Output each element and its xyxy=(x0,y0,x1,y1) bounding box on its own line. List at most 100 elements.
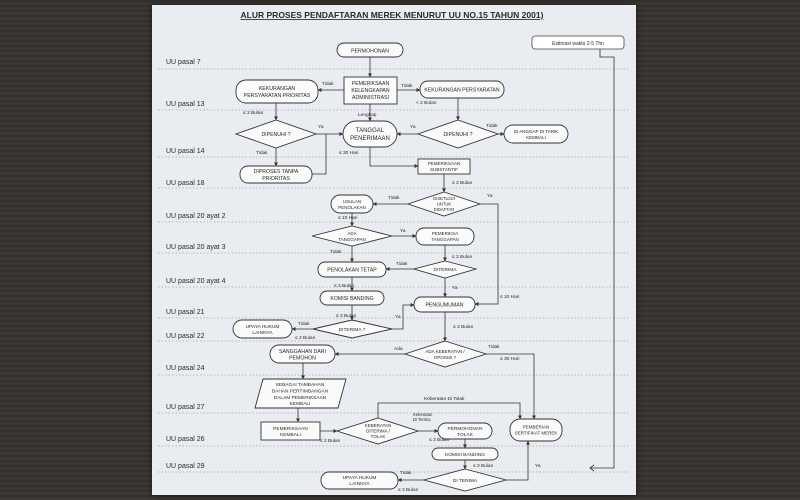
edge-label: Tidak xyxy=(330,249,342,255)
edge-label: Tidak xyxy=(256,150,268,156)
diterima-decision-2 xyxy=(312,319,393,339)
keberatan-diterima-decision xyxy=(335,417,420,445)
law-label: UU pasal 14 xyxy=(166,148,205,155)
node-label: KELENGKAPAN xyxy=(351,88,390,94)
sanggahan-node xyxy=(269,344,336,364)
node-label: SEBAGAI TAMBAHAN xyxy=(276,382,325,388)
node-label: PEMERIKSAAN xyxy=(352,81,390,87)
node-label: OPOSISI ? xyxy=(434,355,457,360)
edge-label: Tidak xyxy=(400,470,412,476)
node-label: KOMISI BANDING xyxy=(330,296,373,302)
edge-label: ≤ 3 Bulan xyxy=(429,437,450,443)
node-label: ADA KEBERATAN / xyxy=(425,349,465,354)
node-label: KOMISI BANDING xyxy=(445,452,485,458)
node-label: DI ANGGAP DI TARIK xyxy=(514,129,559,134)
dipenuhi-left-decision xyxy=(234,119,318,149)
node-label: UNTUK xyxy=(437,202,452,207)
edge-label: ≤ 3 Bulan xyxy=(295,335,316,341)
edge-label: Tidak xyxy=(401,83,413,89)
node-label: PEMERIKSAAN xyxy=(428,161,461,166)
node-label: DI TERIMA xyxy=(453,478,478,484)
ada-tanggapan-decision xyxy=(311,225,393,247)
estimate-box xyxy=(531,35,625,50)
node-label: UPAYA HUKUM xyxy=(246,324,280,330)
edge-label: Ya xyxy=(452,285,458,291)
diproses-tanpa-node xyxy=(239,165,313,184)
edge-label: Ya xyxy=(318,124,324,130)
edge-label: ≤ 30 Hari xyxy=(500,356,519,362)
edge-label: Tidak xyxy=(486,123,498,129)
edge-label: ≤ 10 Hari xyxy=(500,294,519,300)
law-label: UU pasal 20 ayat 3 xyxy=(166,244,226,251)
di-terima-decision xyxy=(422,468,508,492)
law-label: UU pasal 24 xyxy=(166,365,205,372)
diterima-decision-1 xyxy=(412,260,478,279)
edge-label: ≤ 3 Bulan xyxy=(336,313,357,319)
edge-label: ≤ 3 Bulan xyxy=(334,283,355,289)
pemberian-sertifikat-node xyxy=(509,418,563,442)
node-label: PENOLAKAN TETAP xyxy=(327,268,377,274)
node-label: KEKURANGAN PERSYARATAN xyxy=(424,88,499,94)
law-label: UU pasal 29 xyxy=(166,463,205,470)
node-label: TOLAK xyxy=(371,434,386,439)
pengumuman-node xyxy=(413,296,476,313)
tanggal-penerimaan-node xyxy=(342,120,398,148)
edge-label: ≤ 2 Bulan xyxy=(320,438,341,444)
edge-label: Tidak xyxy=(396,261,408,267)
upaya-hukum-node-1 xyxy=(232,319,293,339)
node-label: ADA xyxy=(347,231,356,236)
node-label: DALAM PEMERIKSAAN xyxy=(274,395,327,401)
penolakan-tetap-node xyxy=(317,261,387,278)
law-label: UU pasal 13 xyxy=(166,101,205,108)
node-label: PERMOHONAN xyxy=(351,49,389,55)
edge-label: ≤ 30 Hari xyxy=(339,150,358,156)
edge-label: ≤ 10 Hari xyxy=(338,215,357,221)
node-label: PEMBERIAN xyxy=(523,425,550,430)
node-label: TANGGAPAN xyxy=(338,237,366,242)
edge-label: Ada xyxy=(394,346,403,352)
edge-label: ≤ 3 Bulan xyxy=(453,324,474,330)
row-separators xyxy=(158,68,630,473)
node-label: PENOLAKAN xyxy=(338,205,366,210)
node-label: KEMBALI xyxy=(526,135,546,140)
permohonan-tolak-node xyxy=(437,422,493,440)
node-label: TOLAK xyxy=(457,432,473,438)
node-label: TANGGAL xyxy=(356,128,385,134)
node-label: LAINNYA xyxy=(349,481,370,487)
node-label: PEMERIKSAAN xyxy=(273,426,308,432)
node-label: BAHAN PERTIMBANGAN xyxy=(272,389,329,395)
node-label: DIPENUHI ? xyxy=(443,132,472,138)
node-label: LAINNYA xyxy=(252,330,273,336)
kekurangan-persyaratan-node xyxy=(419,80,505,99)
edge-label: Tidak xyxy=(388,195,400,201)
node-label: TANGGAPAN xyxy=(431,237,459,242)
law-label-column: UU pasal 7 UU pasal 13 UU pasal 14 UU pa… xyxy=(166,59,226,470)
edge-label: Ya xyxy=(410,124,416,130)
node-label: SANGGAHAN DARI xyxy=(279,349,326,355)
node-label: PENGUMUMAN xyxy=(425,303,463,309)
node-label: USULAN xyxy=(343,199,361,204)
node-label: KEBERATAN xyxy=(365,423,392,428)
edge-label: Tidak xyxy=(322,81,334,87)
upaya-hukum-node-2 xyxy=(320,471,399,490)
edge-label: Di Terima xyxy=(413,417,431,422)
law-label: UU pasal 20 ayat 2 xyxy=(166,213,226,220)
edge-label: Keberatan xyxy=(413,412,433,417)
edge-label: Ya xyxy=(487,193,493,199)
edge-label: ≤ 3 Bulan xyxy=(243,110,264,116)
dipenuhi-right-decision xyxy=(416,119,500,149)
law-label: UU pasal 27 xyxy=(166,404,205,411)
node-label: PRIORITAS xyxy=(262,176,290,182)
law-label: UU pasal 22 xyxy=(166,333,205,340)
edge-label: Lengkap xyxy=(358,112,377,118)
law-label: UU pasal 21 xyxy=(166,309,205,316)
edge-label: ≤ 3 Bulan xyxy=(452,180,473,186)
node-label: PEMERIKSA xyxy=(432,231,458,236)
node-label: KEMBALI xyxy=(290,401,311,407)
pemeriksaan-kelengkapan-node xyxy=(343,76,398,105)
connectors xyxy=(274,49,615,482)
node-label: PENERIMAAN xyxy=(350,136,390,142)
komisi-banding-node-1 xyxy=(319,290,385,306)
edge-label: ≤ 3 Bulan xyxy=(398,487,419,493)
node-label: DISETUJUI xyxy=(433,196,455,201)
